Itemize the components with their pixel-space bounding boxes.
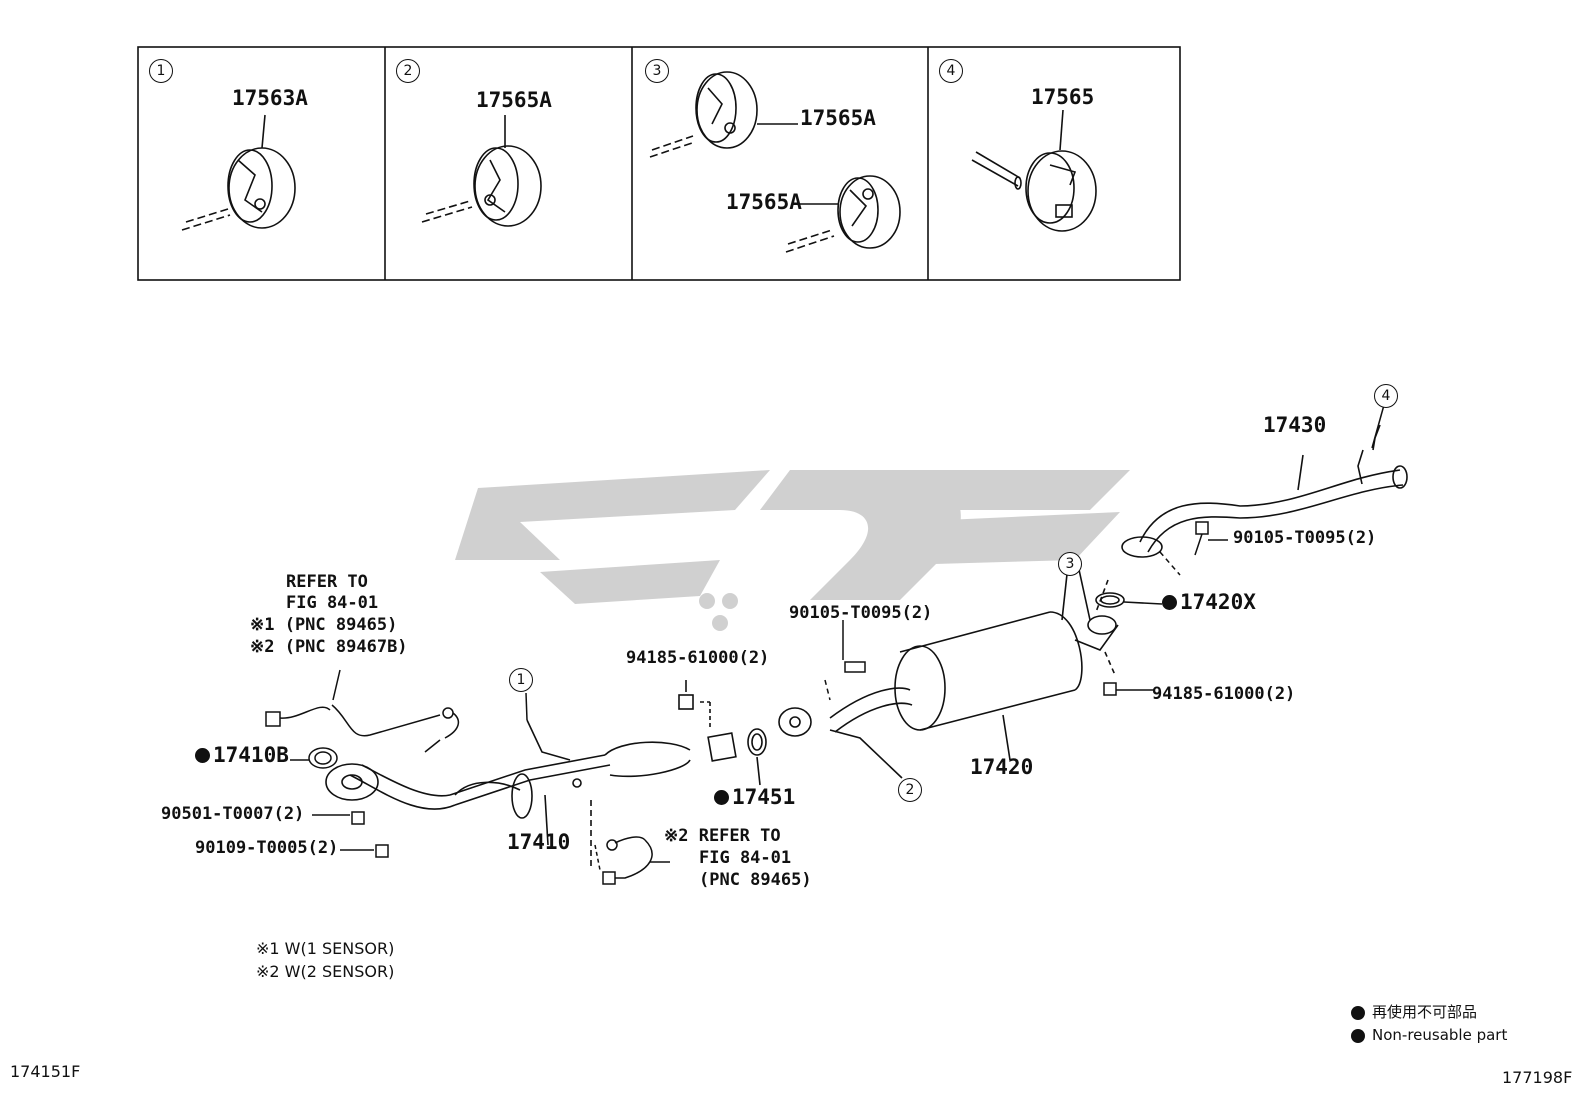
bolt-90105-mid-icon (824, 620, 1155, 701)
callout-94185-left: 94185-61000(2) (626, 648, 770, 668)
refer-note-top-line-2: FIG 84-01 (286, 593, 379, 613)
callout-17430: 17430 (1263, 413, 1327, 437)
callout-17410B-text: 17410B (213, 743, 289, 767)
non-reusable-dot (714, 790, 729, 805)
callout-17420: 17420 (970, 755, 1034, 779)
inset-2-part-label: 17565A (476, 88, 552, 112)
legend-non-reusable-ja: 再使用不可部品 (1372, 1003, 1478, 1021)
callout-90109: 90109-T0005(2) (195, 838, 339, 858)
non-reusable-dot (1162, 595, 1177, 610)
callout-90105-mid: 90105-T0095(2) (789, 603, 933, 623)
hanger-pair-17565A-icon (649, 71, 901, 253)
inset-3-index: 3 (645, 59, 669, 83)
inset-4-part-label: 17565 (1031, 85, 1095, 109)
callout-17451: 17451 (714, 787, 795, 808)
inset-2-index: 2 (396, 59, 420, 83)
inset-1-index: 1 (149, 59, 173, 83)
bolt-90105-top-icon (1159, 521, 1228, 576)
inset-3-part-label-2: 17565A (726, 190, 802, 214)
footer-right-code: 177198F (1502, 1068, 1573, 1087)
refer-note-top-line-4: ※2 (PNC 89467B) (250, 637, 408, 657)
inset-frames (137, 46, 1181, 281)
callout-leaders (525, 404, 1385, 721)
hanger-17565A-icon (421, 115, 542, 227)
gasket-17420X-icon (1095, 579, 1163, 613)
muffler-17420-icon (778, 564, 1119, 779)
oxygen-sensor-1-icon (265, 669, 460, 858)
refer-note-bottom-line-1: ※2 REFER TO (664, 826, 781, 846)
callout-circle-2: 2 (898, 778, 922, 802)
note-sensor-1: ※1 W(1 SENSOR) (256, 939, 395, 958)
legend-non-reusable-en: Non-reusable part (1372, 1026, 1508, 1044)
callout-circle-3: 3 (1058, 552, 1082, 576)
inset-4-index: 4 (939, 59, 963, 83)
callout-94185-right: 94185-61000(2) (1152, 684, 1296, 704)
callout-17451-text: 17451 (732, 785, 796, 809)
hanger-17565-icon (971, 109, 1097, 232)
callout-circle-4: 4 (1374, 384, 1398, 408)
callout-17420X-text: 17420X (1180, 590, 1256, 614)
inset-1-part-label: 17563A (232, 86, 308, 110)
front-pipe-17410-icon (325, 719, 737, 870)
refer-note-bottom-line-2: FIG 84-01 (699, 848, 792, 868)
gasket-17451-icon (678, 680, 767, 786)
refer-note-top-line-1: REFER TO (286, 572, 368, 592)
callout-circle-1: 1 (509, 668, 533, 692)
hanger-17563A-icon (181, 114, 296, 231)
callout-90105-top: 90105-T0095(2) (1233, 528, 1377, 548)
inset-3-part-label-1: 17565A (800, 106, 876, 130)
legend-dot-1 (1351, 1006, 1365, 1020)
non-reusable-dot (195, 748, 210, 763)
callout-90501: 90501-T0007(2) (161, 804, 305, 824)
note-sensor-2: ※2 W(2 SENSOR) (256, 962, 395, 981)
refer-note-bottom-line-3: (PNC 89465) (699, 870, 812, 890)
footer-left-code: 174151F (10, 1062, 81, 1081)
oxygen-sensor-2-icon (594, 836, 670, 885)
callout-17420X: 17420X (1162, 592, 1256, 613)
callout-17410: 17410 (507, 830, 571, 854)
refer-note-top-line-3: ※1 (PNC 89465) (250, 615, 398, 635)
callout-17410B: 17410B (195, 745, 289, 766)
legend-dot-2 (1351, 1029, 1365, 1043)
watermark-logo (455, 470, 1130, 631)
